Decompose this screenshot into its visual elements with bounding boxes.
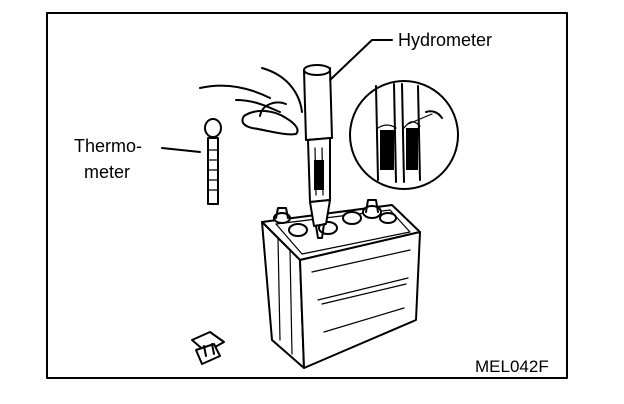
thermometer	[204, 118, 222, 205]
hydrometer-leader-line	[329, 39, 393, 81]
thermometer-label-line1: Thermo-	[74, 136, 142, 156]
hydrometer	[303, 64, 333, 239]
hand	[199, 67, 303, 136]
diagram-frame	[46, 12, 568, 379]
battery	[261, 199, 421, 369]
terminal-bolt	[191, 331, 225, 365]
hydrometer-float-detail	[349, 80, 459, 190]
thermometer-label-line2: meter	[84, 162, 130, 182]
hydrometer-label: Hydrometer	[398, 30, 492, 50]
battery-cell-caps	[273, 199, 397, 237]
thermometer-leader-line	[161, 147, 201, 153]
figure-code-label: MEL042F	[475, 357, 549, 376]
